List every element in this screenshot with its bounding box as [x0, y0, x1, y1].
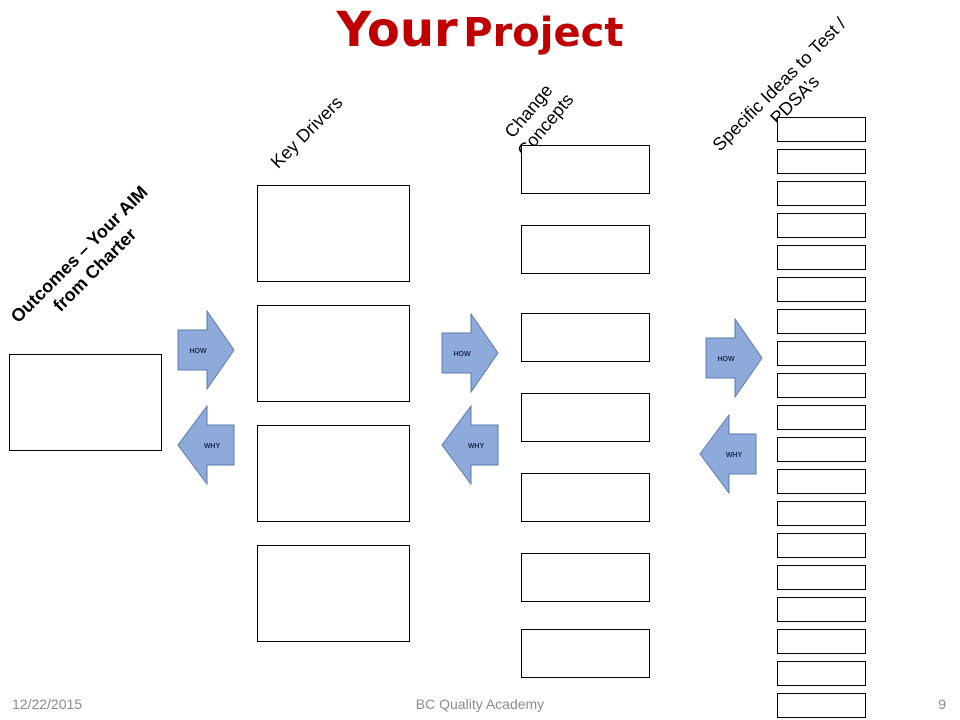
title-part-2: Project	[463, 10, 624, 56]
why-arrow-left-icon: WHY	[177, 405, 235, 485]
why-label: WHY	[204, 443, 221, 450]
outcome-box	[9, 354, 162, 451]
page-number: 9	[938, 696, 946, 712]
how-label: HOW	[189, 348, 207, 355]
change-concept-box-3	[521, 313, 650, 362]
how-arrow-right-icon: HOW	[441, 313, 499, 393]
pdsa-box-3	[777, 181, 866, 206]
title-part-1: Your	[336, 2, 458, 58]
footer-organization: BC Quality Academy	[415, 696, 545, 712]
key-driver-box-2	[257, 305, 410, 402]
pdsa-box-6	[777, 277, 866, 302]
pdsa-box-9	[777, 373, 866, 398]
pdsa-box-7	[777, 309, 866, 334]
pdsa-box-19	[777, 693, 866, 718]
pdsa-box-4	[777, 213, 866, 238]
change-concept-box-2	[521, 225, 650, 274]
pdsa-box-12	[777, 469, 866, 494]
change-concept-box-1	[521, 145, 650, 194]
pdsa-box-13	[777, 501, 866, 526]
change-concept-box-5	[521, 473, 650, 522]
footer-date: 12/22/2015	[12, 696, 83, 712]
change-concept-box-7	[521, 629, 650, 678]
pdsa-box-17	[777, 629, 866, 654]
pdsa-box-16	[777, 597, 866, 622]
pdsa-box-11	[777, 437, 866, 462]
why-label: WHY	[726, 452, 743, 459]
pdsa-box-5	[777, 245, 866, 270]
pdsa-box-18	[777, 661, 866, 686]
how-arrow-right-icon: HOW	[177, 310, 235, 390]
pdsa-box-10	[777, 405, 866, 430]
outcomes-heading: Outcomes – Your AIM from Charter	[6, 181, 152, 327]
pdsa-box-2	[777, 149, 866, 174]
key-driver-box-1	[257, 185, 410, 282]
pdsa-box-1	[777, 117, 866, 142]
why-arrow-left-icon: WHY	[441, 405, 499, 485]
page-title: Your Project	[0, 2, 960, 69]
how-arrow-right-icon: HOW	[705, 318, 763, 398]
key-driver-box-3	[257, 425, 410, 522]
why-arrow-left-icon: WHY	[699, 414, 757, 494]
key-driver-box-4	[257, 545, 410, 642]
why-label: WHY	[468, 443, 485, 450]
how-label: HOW	[717, 356, 735, 363]
change-concept-box-6	[521, 553, 650, 602]
how-label: HOW	[453, 351, 471, 358]
key-drivers-heading: Key Drivers	[266, 92, 347, 173]
pdsa-box-15	[777, 565, 866, 590]
pdsa-box-8	[777, 341, 866, 366]
change-concept-box-4	[521, 393, 650, 442]
pdsa-box-14	[777, 533, 866, 558]
